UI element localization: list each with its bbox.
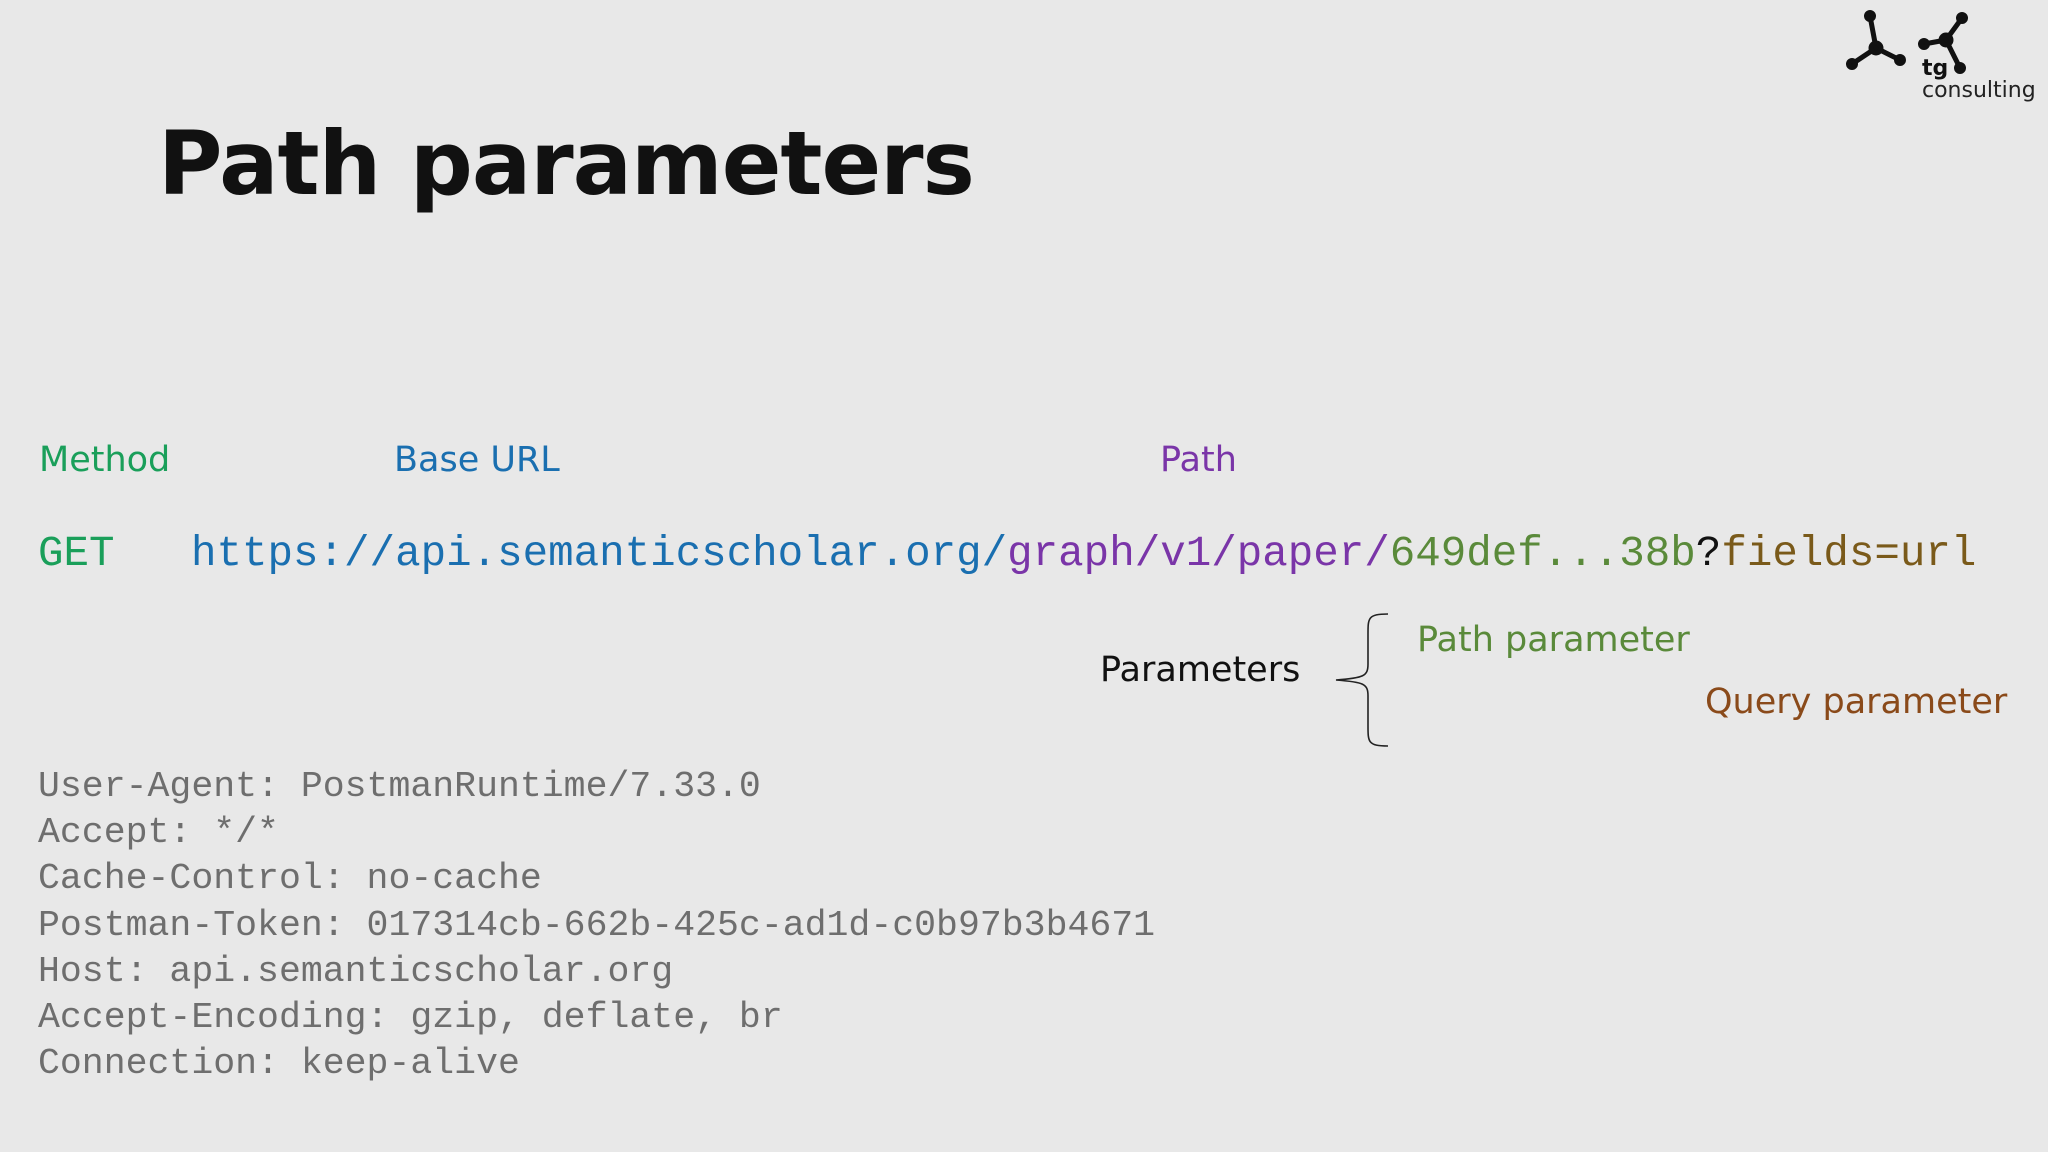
query-parameter-label: Query parameter xyxy=(1705,682,2008,722)
header-line: Accept: */* xyxy=(38,812,279,854)
header-line: Host: api.semanticscholar.org xyxy=(38,950,674,992)
request-headers: User-Agent: PostmanRuntime/7.33.0 Accept… xyxy=(38,764,1155,1087)
request-method: GET xyxy=(38,530,115,578)
slide-title: Path parameters xyxy=(158,112,975,215)
curly-brace-icon xyxy=(1335,613,1389,747)
header-line: User-Agent: PostmanRuntime/7.33.0 xyxy=(38,766,761,807)
parameters-label: Parameters xyxy=(1100,650,1301,690)
header-line: Cache-Control: no-cache xyxy=(38,858,542,900)
header-line: Accept-Encoding: gzip, deflate, br xyxy=(38,997,783,1039)
request-path: graph/v1/paper/ xyxy=(1007,530,1390,578)
tg-consulting-logo: tg consulting xyxy=(1846,10,2036,110)
header-line: Connection: keep-alive xyxy=(38,1043,520,1085)
logo-text-consulting: consulting xyxy=(1922,78,2036,103)
request-line: GET https://api.semanticscholar.org/grap… xyxy=(38,530,1976,578)
request-path-param: 649def...38b xyxy=(1389,530,1696,578)
request-query-separator: ? xyxy=(1695,530,1722,578)
request-query: fields=url xyxy=(1721,530,1977,578)
request-base-url: https://api.semanticscholar.org/ xyxy=(191,530,1008,578)
logo-mark-icon xyxy=(1846,10,1968,74)
path-parameter-label: Path parameter xyxy=(1417,620,1690,660)
header-line: Postman-Token: 017314cb-662b-425c-ad1d-c… xyxy=(38,904,1156,946)
path-label: Path xyxy=(1160,440,1237,480)
base-url-label: Base URL xyxy=(394,440,560,480)
method-label: Method xyxy=(39,440,171,480)
logo-text-tg: tg xyxy=(1922,56,1949,81)
